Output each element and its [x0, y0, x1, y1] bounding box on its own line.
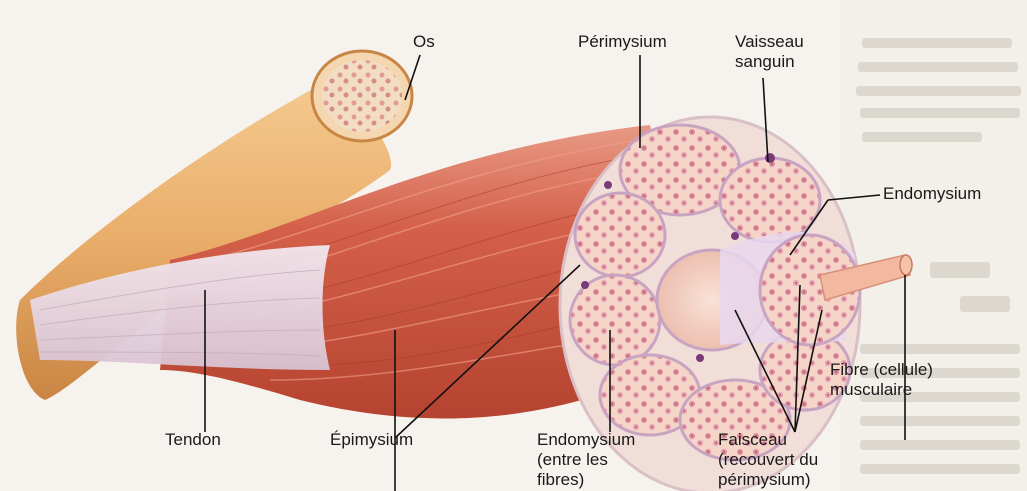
label-os: Os — [413, 32, 435, 52]
label-fibre-line1: Fibre (cellule) — [830, 360, 933, 380]
label-endomysium-bottom-line1: Endomysium — [537, 430, 635, 450]
label-perimysium: Périmysium — [578, 32, 667, 52]
label-vaisseau-line2: sanguin — [735, 52, 795, 72]
label-epimysium: Épimysium — [330, 430, 413, 450]
label-vaisseau-line1: Vaisseau — [735, 32, 804, 52]
label-endomysium-right: Endomysium — [883, 184, 981, 204]
label-faisceau-line3: périmysium) — [718, 470, 811, 490]
label-endomysium-bottom-line3: fibres) — [537, 470, 584, 490]
label-faisceau-line2: (recouvert du — [718, 450, 818, 470]
label-endomysium-bottom-line2: (entre les — [537, 450, 608, 470]
label-faisceau-line1: Faisceau — [718, 430, 787, 450]
label-fibre-line2: musculaire — [830, 380, 912, 400]
label-tendon: Tendon — [165, 430, 221, 450]
